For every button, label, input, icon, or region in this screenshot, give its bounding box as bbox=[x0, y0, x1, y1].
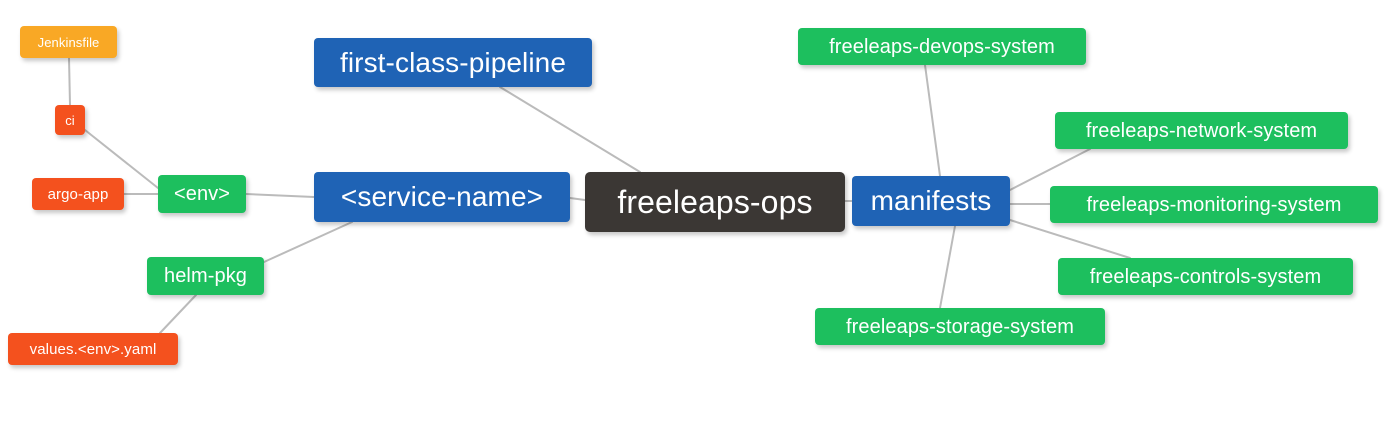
edge-manifests-to-network-system bbox=[1009, 148, 1091, 191]
node-label-devops-system: freeleaps-devops-system bbox=[829, 35, 1055, 58]
node-manifests[interactable]: manifests bbox=[852, 176, 1010, 226]
node-storage-system[interactable]: freeleaps-storage-system bbox=[815, 308, 1105, 345]
edge-service-name-to-freeleaps-ops bbox=[569, 197, 586, 201]
edge-first-class-pipeline-to-freeleaps-ops bbox=[499, 86, 641, 173]
node-helm-pkg[interactable]: helm-pkg bbox=[147, 257, 264, 295]
node-label-monitoring-system: freeleaps-monitoring-system bbox=[1086, 193, 1342, 216]
edge-manifests-to-devops-system bbox=[924, 64, 941, 177]
edge-values-yaml-to-helm-pkg bbox=[159, 294, 197, 334]
node-devops-system[interactable]: freeleaps-devops-system bbox=[798, 28, 1086, 65]
node-service-name[interactable]: <service-name> bbox=[314, 172, 570, 222]
node-jenkinsfile[interactable]: Jenkinsfile bbox=[20, 26, 117, 58]
node-label-values-yaml: values.<env>.yaml bbox=[29, 340, 157, 358]
node-values-yaml[interactable]: values.<env>.yaml bbox=[8, 333, 178, 365]
node-label-network-system: freeleaps-network-system bbox=[1085, 119, 1318, 142]
edge-manifests-to-storage-system bbox=[939, 225, 956, 309]
node-controls-system[interactable]: freeleaps-controls-system bbox=[1058, 258, 1353, 295]
edge-helm-pkg-to-service-name bbox=[263, 221, 353, 263]
node-freeleaps-ops[interactable]: freeleaps-ops bbox=[585, 172, 845, 232]
node-env[interactable]: <env> bbox=[158, 175, 246, 213]
node-label-jenkinsfile: Jenkinsfile bbox=[37, 34, 100, 50]
node-monitoring-system[interactable]: freeleaps-monitoring-system bbox=[1050, 186, 1378, 223]
node-label-freeleaps-ops: freeleaps-ops bbox=[617, 184, 813, 220]
node-label-storage-system: freeleaps-storage-system bbox=[845, 315, 1075, 338]
edge-jenkinsfile-to-ci bbox=[68, 57, 71, 106]
node-label-manifests: manifests bbox=[870, 185, 992, 216]
node-argo-app[interactable]: argo-app bbox=[32, 178, 124, 210]
node-ci[interactable]: ci bbox=[55, 105, 85, 135]
node-label-env: <env> bbox=[173, 183, 231, 205]
node-label-controls-system: freeleaps-controls-system bbox=[1089, 265, 1322, 288]
node-label-helm-pkg: helm-pkg bbox=[163, 265, 248, 287]
edge-env-to-service-name bbox=[245, 193, 315, 198]
node-label-ci: ci bbox=[65, 112, 75, 128]
edge-manifests-to-controls-system bbox=[1009, 219, 1131, 259]
node-label-first-class-pipeline: first-class-pipeline bbox=[339, 46, 567, 78]
node-label-argo-app: argo-app bbox=[47, 185, 109, 203]
node-label-service-name: <service-name> bbox=[340, 181, 544, 212]
node-first-class-pipeline[interactable]: first-class-pipeline bbox=[314, 38, 592, 87]
node-network-system[interactable]: freeleaps-network-system bbox=[1055, 112, 1348, 149]
